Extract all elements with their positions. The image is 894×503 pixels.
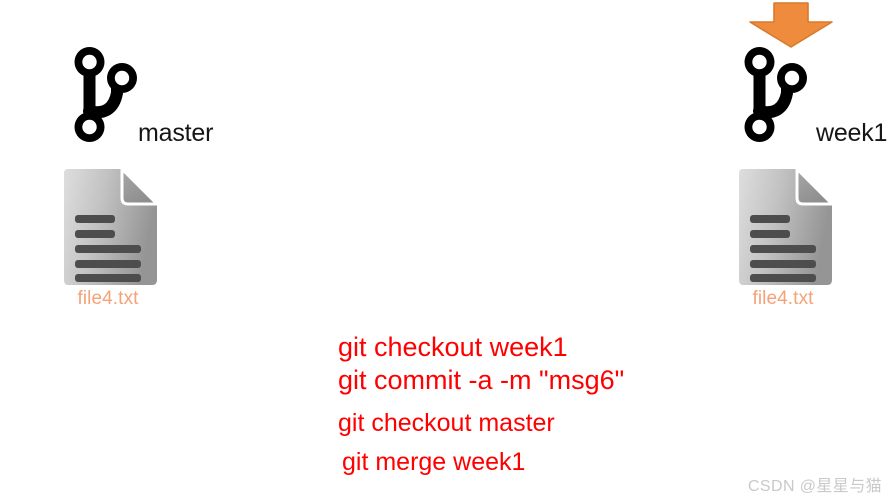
branch-label-master: master xyxy=(138,119,214,147)
document-icon xyxy=(58,165,161,286)
command-line: git merge week1 xyxy=(342,448,526,476)
command-line: git commit -a -m "msg6" xyxy=(338,365,625,395)
arrow-down-icon xyxy=(748,2,834,48)
command-list: git checkout week1 git commit -a -m "msg… xyxy=(338,332,624,477)
document-icon xyxy=(733,165,836,286)
file-label: file4.txt xyxy=(77,288,139,309)
file-label: file4.txt xyxy=(752,288,814,309)
branch-label-week1: week1 xyxy=(816,119,888,147)
git-branch-icon xyxy=(70,45,148,145)
command-line: git checkout master xyxy=(338,409,555,437)
git-branch-icon xyxy=(740,45,818,145)
command-line: git checkout week1 xyxy=(338,332,568,362)
csdn-watermark: CSDN @星星与猫 xyxy=(747,478,882,495)
